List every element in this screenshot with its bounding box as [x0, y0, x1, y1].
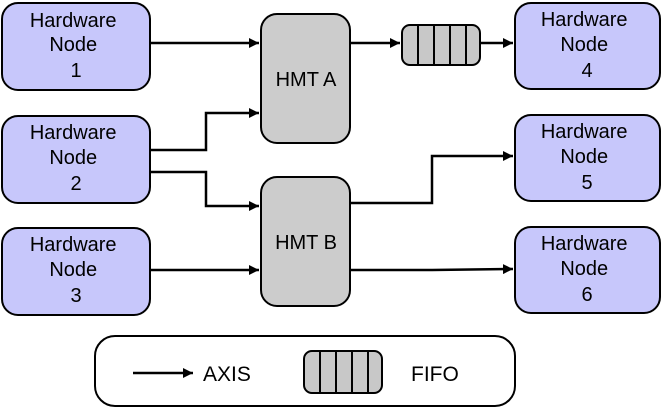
hardware-node-1-box — [1, 2, 151, 91]
hardware-node-1-label: Hardware Node 1 — [30, 10, 122, 82]
hardware-node-2-line-3: 2 — [70, 173, 81, 195]
hmt-a: HMT A — [260, 13, 351, 144]
hardware-node-2-line-1: Hardware — [30, 122, 117, 144]
hardware-node-4-line-3: 4 — [581, 60, 592, 82]
fifo-queue-slots — [417, 25, 467, 65]
hardware-node-5: Hardware Node 5 — [514, 114, 661, 202]
legend-fifo-symbol — [303, 350, 383, 394]
hardware-node-3-line-1: Hardware — [30, 234, 117, 256]
hardware-node-6-line-1: Hardware — [541, 233, 628, 255]
hardware-node-4-line-2: Node — [560, 34, 608, 56]
hardware-node-5-label: Hardware Node 5 — [541, 121, 633, 194]
hardware-node-2: Hardware Node 2 — [1, 115, 151, 204]
edges — [151, 38, 514, 275]
edge-hmt-b-to-hw6 — [350, 264, 514, 275]
edge-hmt-b-to-hw5 — [350, 151, 513, 205]
hmt-a-label: HMT A — [276, 69, 337, 91]
hmt-b-box — [260, 176, 351, 307]
fifo-queue-box — [401, 24, 481, 66]
hardware-node-6-line-2: Node — [560, 258, 608, 280]
hardware-node-1-line-2: Node — [49, 34, 97, 56]
fifo-queue — [401, 24, 481, 66]
legend-fifo-box — [303, 350, 383, 394]
hardware-node-1-line-3: 1 — [70, 60, 81, 82]
hardware-node-1-line-1: Hardware — [30, 10, 117, 32]
legend: AXIS FIFO — [94, 335, 516, 407]
hardware-node-6-box — [514, 226, 661, 314]
hardware-node-4-box — [514, 2, 661, 90]
hmt-b: HMT B — [260, 176, 351, 307]
legend-axis-label: AXIS — [203, 363, 251, 386]
hardware-node-3-label: Hardware Node 3 — [30, 234, 122, 307]
hardware-node-2-line-2: Node — [49, 147, 97, 169]
hardware-node-2-box — [1, 115, 151, 204]
hardware-node-3-line-2: Node — [49, 259, 97, 281]
hardware-node-4: Hardware Node 4 — [514, 2, 661, 90]
hmt-a-box — [260, 13, 351, 144]
hardware-node-1: Hardware Node 1 — [1, 2, 151, 91]
hardware-node-5-line-2: Node — [560, 146, 608, 168]
edge-hw2-to-hmt-a — [151, 108, 259, 152]
hmt-b-label: HMT B — [275, 232, 337, 254]
hardware-node-2-label: Hardware Node 2 — [30, 122, 122, 195]
hardware-node-5-line-1: Hardware — [541, 121, 628, 143]
edge-hw2-to-hmt-b — [151, 170, 259, 211]
hardware-node-4-line-1: Hardware — [541, 9, 628, 31]
hardware-node-6-label: Hardware Node 6 — [541, 233, 633, 306]
legend-fifo-label: FIFO — [411, 363, 459, 386]
hardware-node-3-line-3: 3 — [70, 285, 81, 307]
hardware-node-5-line-3: 5 — [581, 172, 592, 194]
hardware-node-3: Hardware Node 3 — [1, 227, 151, 316]
hardware-node-3-box — [1, 227, 151, 316]
hardware-node-5-box — [514, 114, 661, 202]
hmt-blocks: HMT A HMT B — [260, 13, 351, 307]
hardware-node-6: Hardware Node 6 — [514, 226, 661, 314]
hardware-node-6-line-3: 6 — [581, 284, 592, 306]
hardware-nodes: Hardware Node 1 Hardware Node 2 Hardware… — [1, 2, 661, 316]
hardware-node-4-label: Hardware Node 4 — [541, 9, 633, 82]
